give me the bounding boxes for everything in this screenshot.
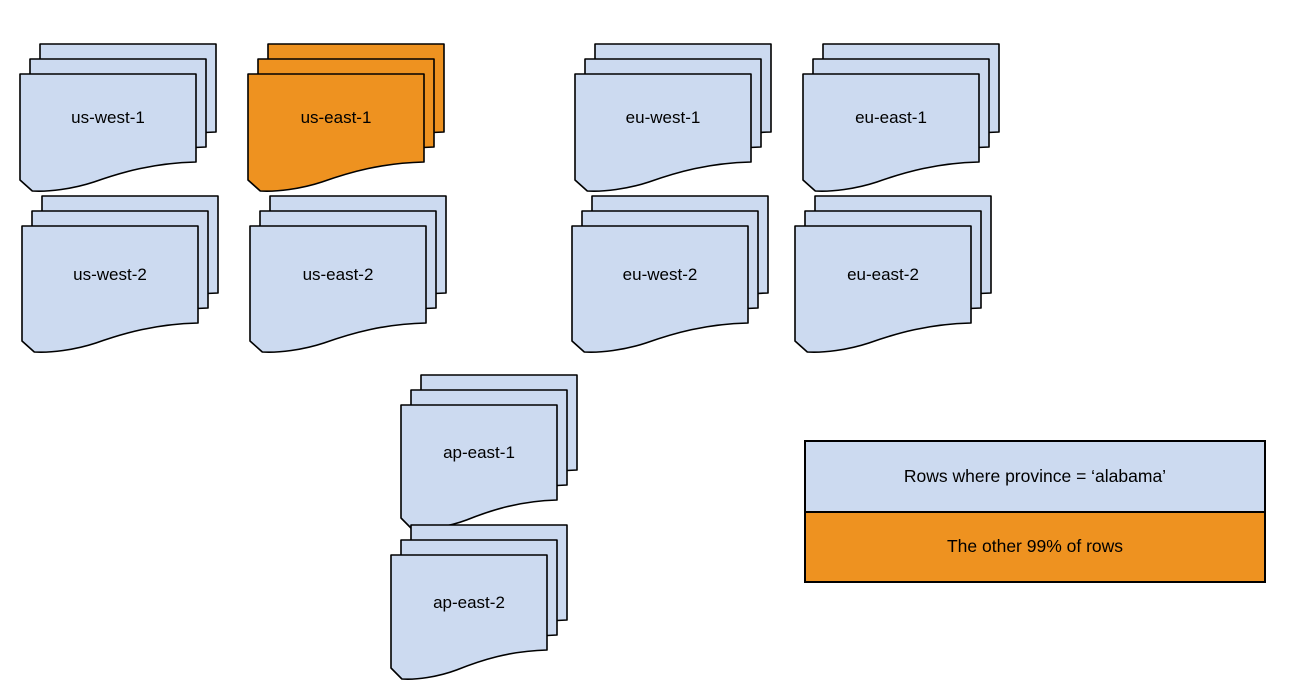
document-sheet-front	[794, 225, 972, 353]
document-stack-eu-west-2[interactable]: eu-west-2	[571, 195, 769, 353]
document-sheet-front	[247, 73, 425, 192]
document-stack-us-west-1[interactable]: us-west-1	[19, 43, 217, 192]
document-stack-shape	[571, 195, 769, 353]
document-stack-shape	[794, 195, 992, 353]
document-sheet-front	[249, 225, 427, 353]
document-sheet-front	[574, 73, 752, 192]
document-stack-us-west-2[interactable]: us-west-2	[21, 195, 219, 353]
document-stack-shape	[802, 43, 1000, 192]
legend-label-legend-blue: Rows where province = ‘alabama’	[903, 465, 1167, 486]
document-stack-ap-east-2[interactable]: ap-east-2	[390, 524, 568, 680]
legend: Rows where province = ‘alabama’ The other…	[804, 440, 1266, 583]
document-stack-shape	[19, 43, 217, 192]
document-sheet-front	[19, 73, 197, 192]
document-sheet-front	[390, 554, 548, 680]
legend-label-legend-orange: The other 99% of rows	[946, 536, 1124, 557]
document-stack-eu-east-1[interactable]: eu-east-1	[802, 43, 1000, 192]
document-sheet-front	[400, 404, 558, 530]
legend-row-legend-orange: The other 99% of rows	[806, 512, 1264, 581]
document-stack-shape	[249, 195, 447, 353]
document-stack-us-east-2[interactable]: us-east-2	[249, 195, 447, 353]
document-stack-eu-east-2[interactable]: eu-east-2	[794, 195, 992, 353]
document-stack-shape	[21, 195, 219, 353]
document-stack-shape	[574, 43, 772, 192]
document-stack-ap-east-1[interactable]: ap-east-1	[400, 374, 578, 530]
document-stack-us-east-1[interactable]: us-east-1	[247, 43, 445, 192]
document-stack-eu-west-1[interactable]: eu-west-1	[574, 43, 772, 192]
document-sheet-front	[571, 225, 749, 353]
document-stack-shape	[390, 524, 568, 680]
document-sheet-front	[21, 225, 199, 353]
document-stack-shape	[247, 43, 445, 192]
document-stack-shape	[400, 374, 578, 530]
legend-row-legend-blue: Rows where province = ‘alabama’	[806, 442, 1264, 513]
document-sheet-front	[802, 73, 980, 192]
